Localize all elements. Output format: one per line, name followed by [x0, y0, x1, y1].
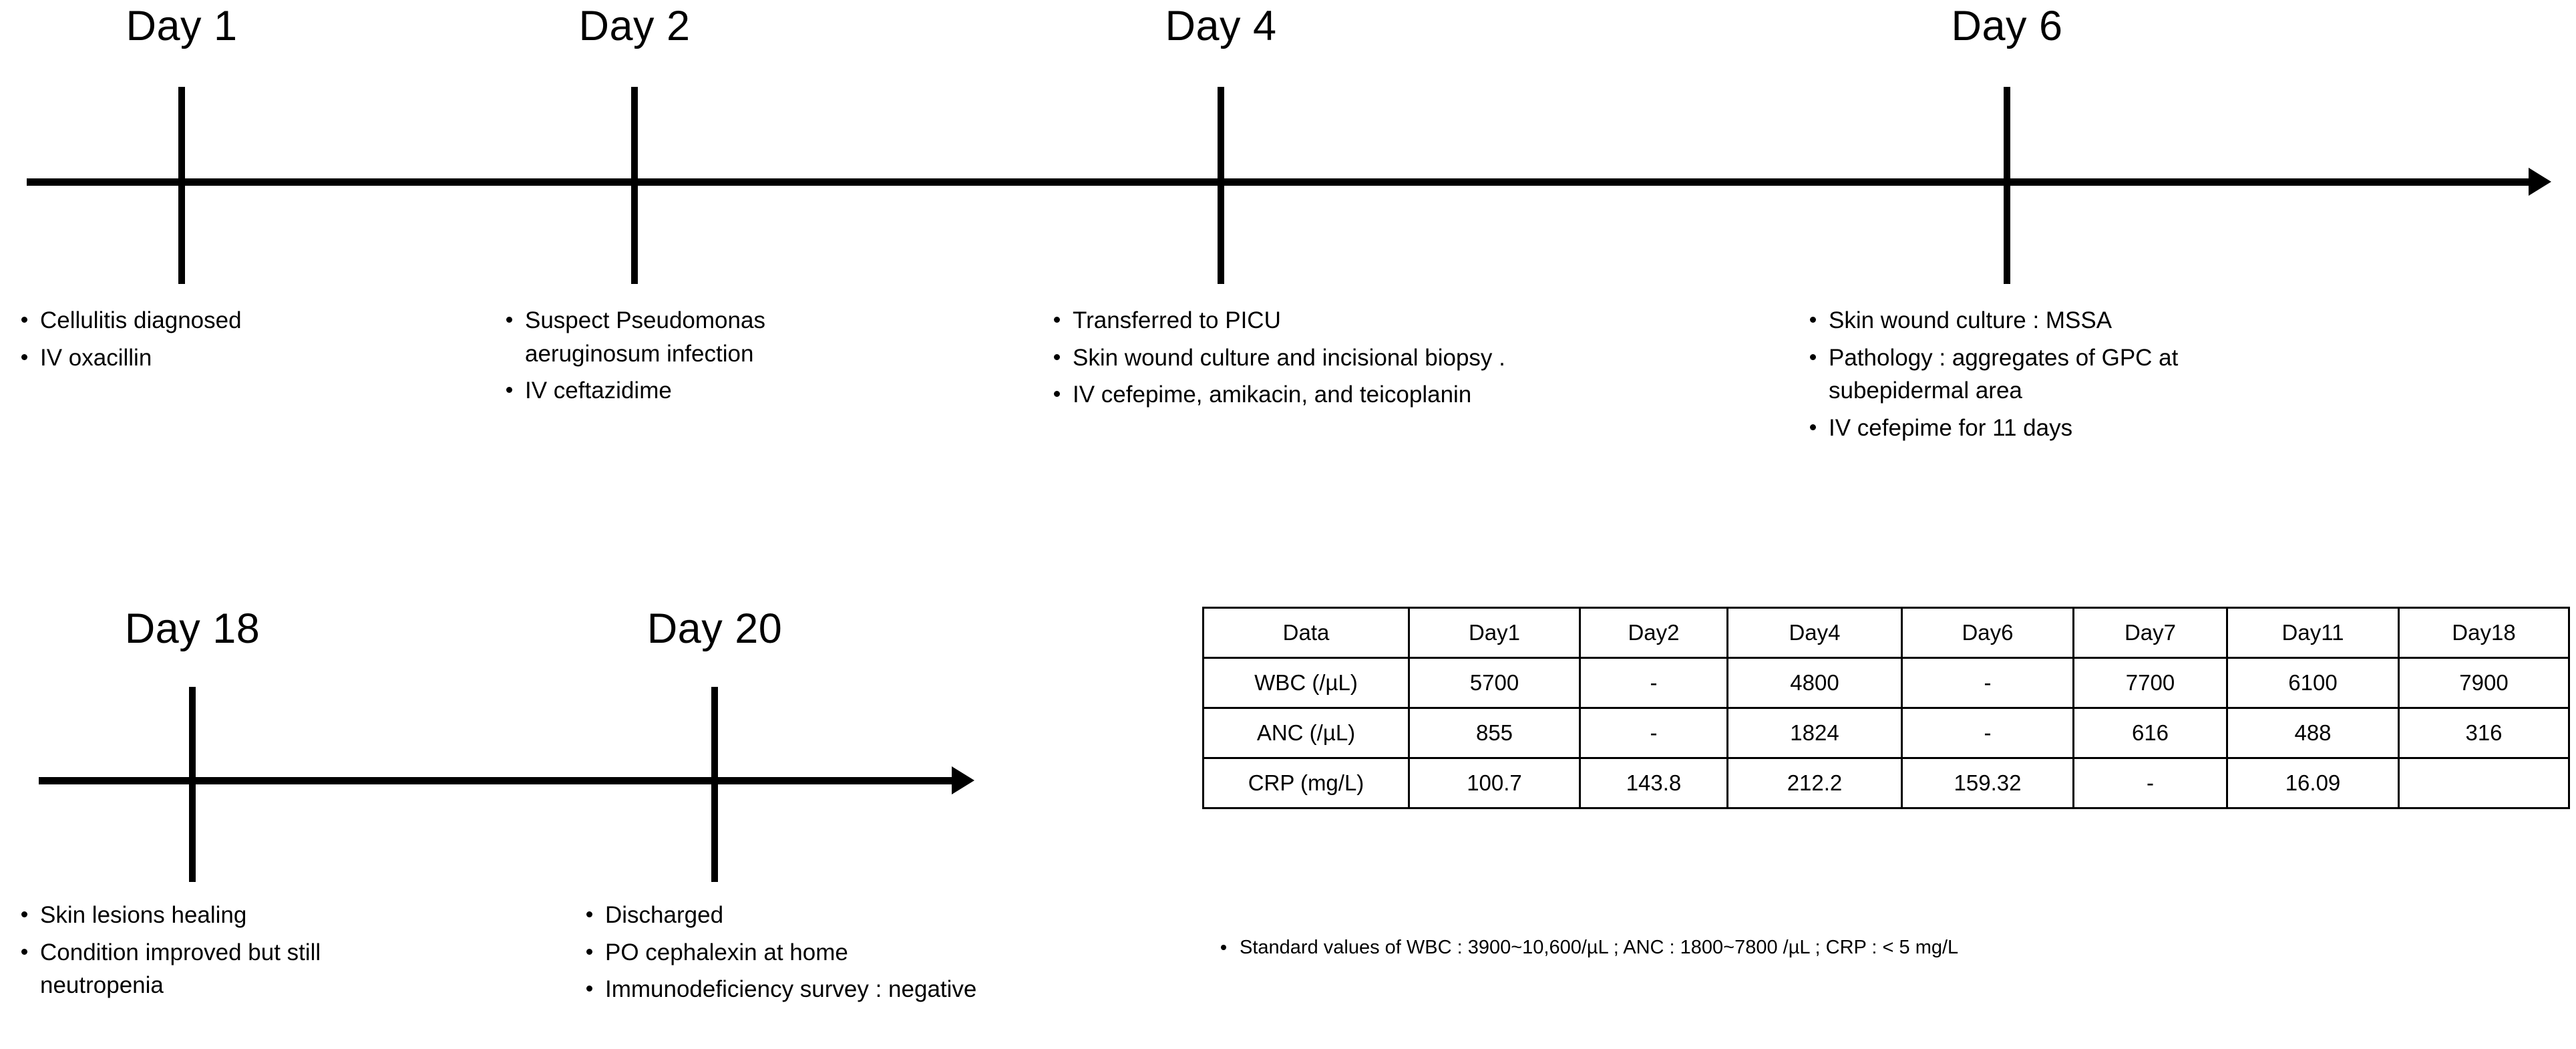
table-cell: 616	[2072, 707, 2228, 759]
timeline-bottom-tick-day-20	[711, 687, 718, 882]
timeline-top-tick-day-2	[631, 87, 638, 284]
table-header-cell: Day6	[1901, 607, 2074, 659]
timeline-bottom-bullets-day-18: Skin lesions healing Condition improved …	[15, 899, 549, 1006]
table-header-cell: Day2	[1579, 607, 1728, 659]
table-row-label: ANC (/µL)	[1202, 707, 1410, 759]
list-item: Skin lesions healing	[15, 899, 549, 932]
lab-table-footnote: Standard values of WBC : 3900~10,600/µL …	[1216, 935, 1958, 961]
table-cell	[2398, 757, 2570, 809]
timeline-bottom-day-label-20: Day 20	[647, 605, 783, 652]
list-item: IV cefepime for 11 days	[1803, 412, 2471, 445]
table-cell: -	[1579, 707, 1728, 759]
timeline-top-arrowhead-icon	[2529, 168, 2551, 196]
timeline-top-tick-day-4	[1218, 87, 1224, 284]
table-cell: 5700	[1408, 657, 1581, 709]
table-cell: 6100	[2226, 657, 2400, 709]
timeline-bottom-bullets-day-20: Discharged PO cephalexin at home Immunod…	[580, 899, 1181, 1010]
table-cell: 7900	[2398, 657, 2570, 709]
table-header-row: Data Day1 Day2 Day4 Day6 Day7 Day11 Day1…	[1202, 607, 2570, 659]
timeline-top-bullets-day-6: Skin wound culture : MSSA Pathology : ag…	[1803, 304, 2471, 449]
table-header-cell: Day18	[2398, 607, 2570, 659]
laboratory-values-table: Data Day1 Day2 Day4 Day6 Day7 Day11 Day1…	[1202, 607, 2570, 809]
list-item: Condition improved but still neutropenia	[15, 936, 549, 1002]
table-cell: 16.09	[2226, 757, 2400, 809]
list-item: Suspect Pseudomonas aeruginosum infectio…	[500, 304, 1034, 370]
list-item: Pathology : aggregates of GPC at subepid…	[1803, 341, 2471, 408]
timeline-top-axis-line	[27, 178, 2529, 186]
timeline-top-day-label-1: Day 1	[126, 3, 238, 49]
timeline-top-day-label-6: Day 6	[1951, 3, 2063, 49]
timeline-top-tick-day-6	[2004, 87, 2010, 284]
table-cell: 1824	[1726, 707, 1903, 759]
table-header-cell: Day11	[2226, 607, 2400, 659]
table-row: CRP (mg/L) 100.7 143.8 212.2 159.32 - 16…	[1202, 757, 2570, 809]
table-row-label: WBC (/µL)	[1202, 657, 1410, 709]
table-cell: 143.8	[1579, 757, 1728, 809]
table-cell: -	[2072, 757, 2228, 809]
table-row-label: CRP (mg/L)	[1202, 757, 1410, 809]
table-cell: 316	[2398, 707, 2570, 759]
table-header-cell: Day4	[1726, 607, 1903, 659]
timeline-top-tick-day-1	[178, 87, 185, 284]
timeline-bottom-day-label-18: Day 18	[124, 605, 260, 652]
timeline-top-bullets-day-2: Suspect Pseudomonas aeruginosum infectio…	[500, 304, 1034, 412]
timeline-top-day-label-2: Day 2	[578, 3, 691, 49]
table-row: ANC (/µL) 855 - 1824 - 616 488 316	[1202, 707, 2570, 759]
table-cell: -	[1901, 707, 2074, 759]
list-item: Cellulitis diagnosed	[15, 304, 482, 337]
table-cell: 7700	[2072, 657, 2228, 709]
list-item: IV oxacillin	[15, 341, 482, 375]
timeline-top-bullets-day-4: Transferred to PICU Skin wound culture a…	[1047, 304, 1795, 416]
list-item: PO cephalexin at home	[580, 936, 1181, 969]
timeline-top: Day 1 Cellulitis diagnosed IV oxacillin …	[0, 0, 2576, 508]
table-cell: -	[1901, 657, 2074, 709]
list-item: IV ceftazidime	[500, 374, 1034, 408]
list-item: Immunodeficiency survey : negative	[580, 973, 1181, 1006]
timeline-top-day-label-4: Day 4	[1165, 3, 1277, 49]
list-item: IV cefepime, amikacin, and teicoplanin	[1047, 378, 1795, 412]
table-cell: 159.32	[1901, 757, 2074, 809]
timeline-bottom-axis-line	[39, 777, 952, 784]
list-item: Transferred to PICU	[1047, 304, 1795, 337]
table-cell: 4800	[1726, 657, 1903, 709]
table-row: WBC (/µL) 5700 - 4800 - 7700 6100 7900	[1202, 657, 2570, 709]
table-cell: -	[1579, 657, 1728, 709]
list-item: Discharged	[580, 899, 1181, 932]
list-item: Skin wound culture and incisional biopsy…	[1047, 341, 1795, 375]
table-cell: 855	[1408, 707, 1581, 759]
timeline-top-bullets-day-1: Cellulitis diagnosed IV oxacillin	[15, 304, 482, 378]
list-item: Skin wound culture : MSSA	[1803, 304, 2471, 337]
table-cell: 100.7	[1408, 757, 1581, 809]
table-header-cell: Day1	[1408, 607, 1581, 659]
timeline-bottom-tick-day-18	[189, 687, 196, 882]
timeline-bottom: Day 18 Skin lesions healing Condition im…	[0, 0, 1135, 1049]
table-header-cell: Day7	[2072, 607, 2228, 659]
table-cell: 488	[2226, 707, 2400, 759]
table-header-cell: Data	[1202, 607, 1410, 659]
table-cell: 212.2	[1726, 757, 1903, 809]
timeline-bottom-arrowhead-icon	[952, 766, 974, 794]
